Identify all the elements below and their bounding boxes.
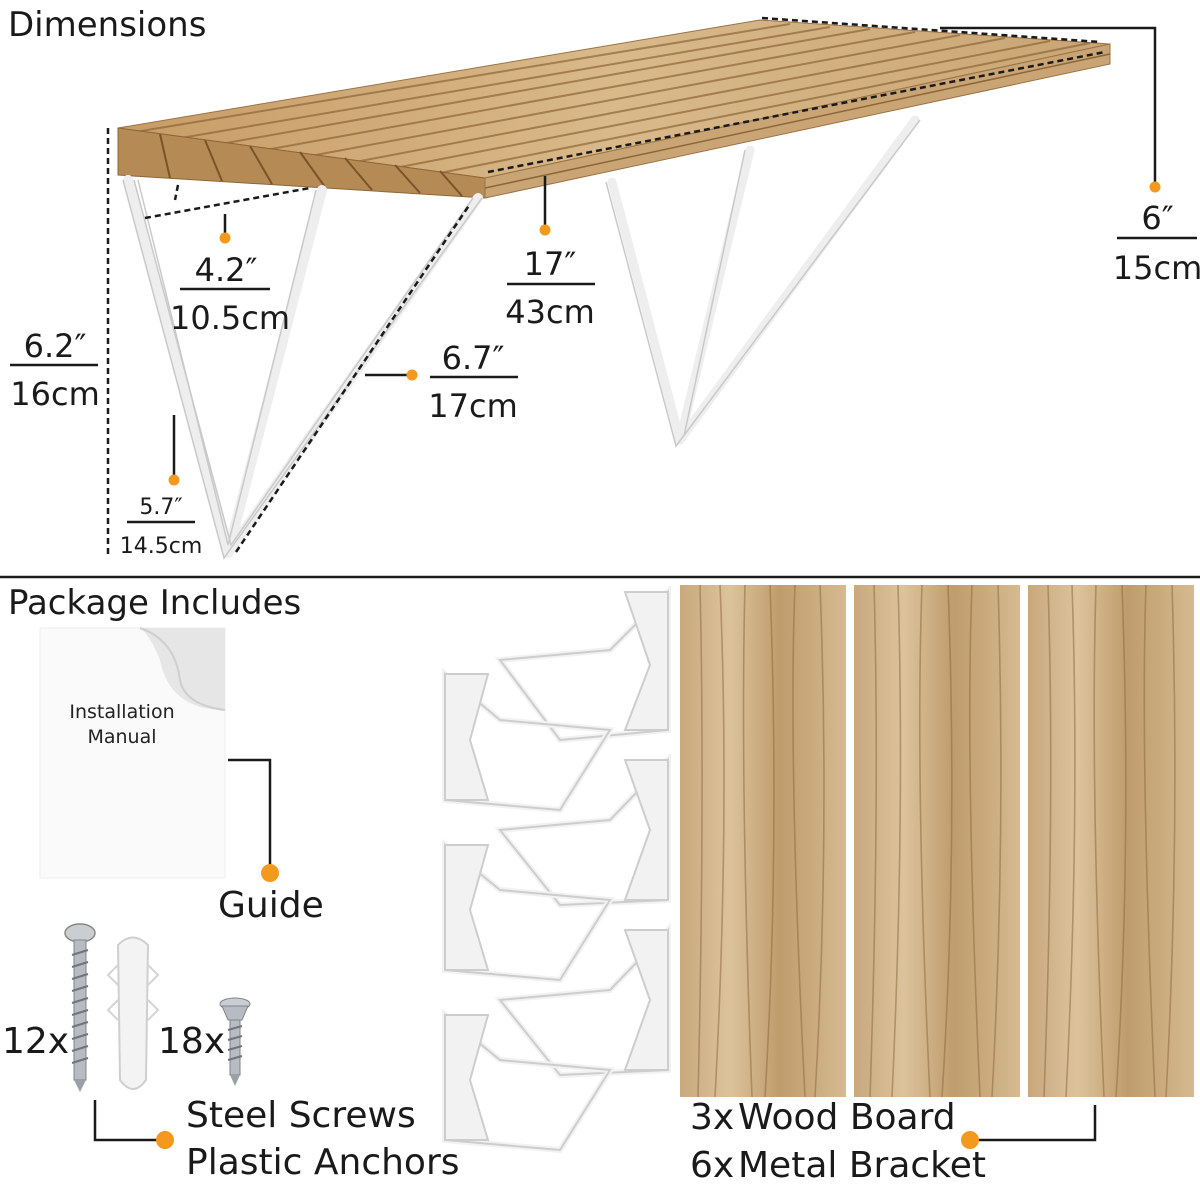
screws-qty: 12x — [2, 1021, 70, 1062]
steel-screws-label: Steel Screws — [186, 1095, 416, 1136]
guide-label: Guide — [218, 885, 324, 926]
small-screws-qty: 18x — [158, 1021, 226, 1062]
bracket-bottom-metric: 14.5cm — [119, 534, 203, 559]
dimension-lines — [106, 16, 1106, 556]
manual-text: Installation Manual — [69, 701, 175, 748]
wood-boards-illustration — [680, 584, 1194, 1098]
plastic-anchors-label: Plastic Anchors — [186, 1142, 460, 1183]
screws-illustration — [64, 923, 251, 1092]
brackets-illustration — [442, 584, 671, 1154]
accent-dots — [156, 181, 1161, 1149]
wood-board-label: Wood Board — [738, 1097, 956, 1138]
depth-imperial: 6″ — [1141, 199, 1174, 237]
dimensions-title: Dimensions — [8, 5, 207, 45]
leader-lines — [0, 26, 1200, 1142]
metal-bracket-label: Metal Bracket — [738, 1145, 987, 1186]
bracket-qty: 6x — [690, 1145, 735, 1186]
bracket-side-metric: 17cm — [428, 387, 518, 425]
package-title: Package Includes — [8, 583, 302, 623]
bracket-bottom-imperial: 5.7″ — [139, 495, 183, 520]
shelf-illustration — [117, 19, 1111, 560]
bracket-side-imperial: 6.7″ — [441, 339, 505, 377]
bracket-top-metric: 10.5cm — [170, 299, 291, 337]
bracket-top-imperial: 4.2″ — [194, 251, 258, 289]
depth-metric: 15cm — [1112, 249, 1200, 287]
height-imperial: 6.2″ — [23, 327, 87, 365]
height-metric: 16cm — [10, 375, 100, 413]
length-metric: 43cm — [505, 293, 595, 331]
wood-qty: 3x — [690, 1097, 735, 1138]
length-imperial: 17″ — [523, 245, 577, 283]
manual-illustration — [39, 627, 226, 879]
